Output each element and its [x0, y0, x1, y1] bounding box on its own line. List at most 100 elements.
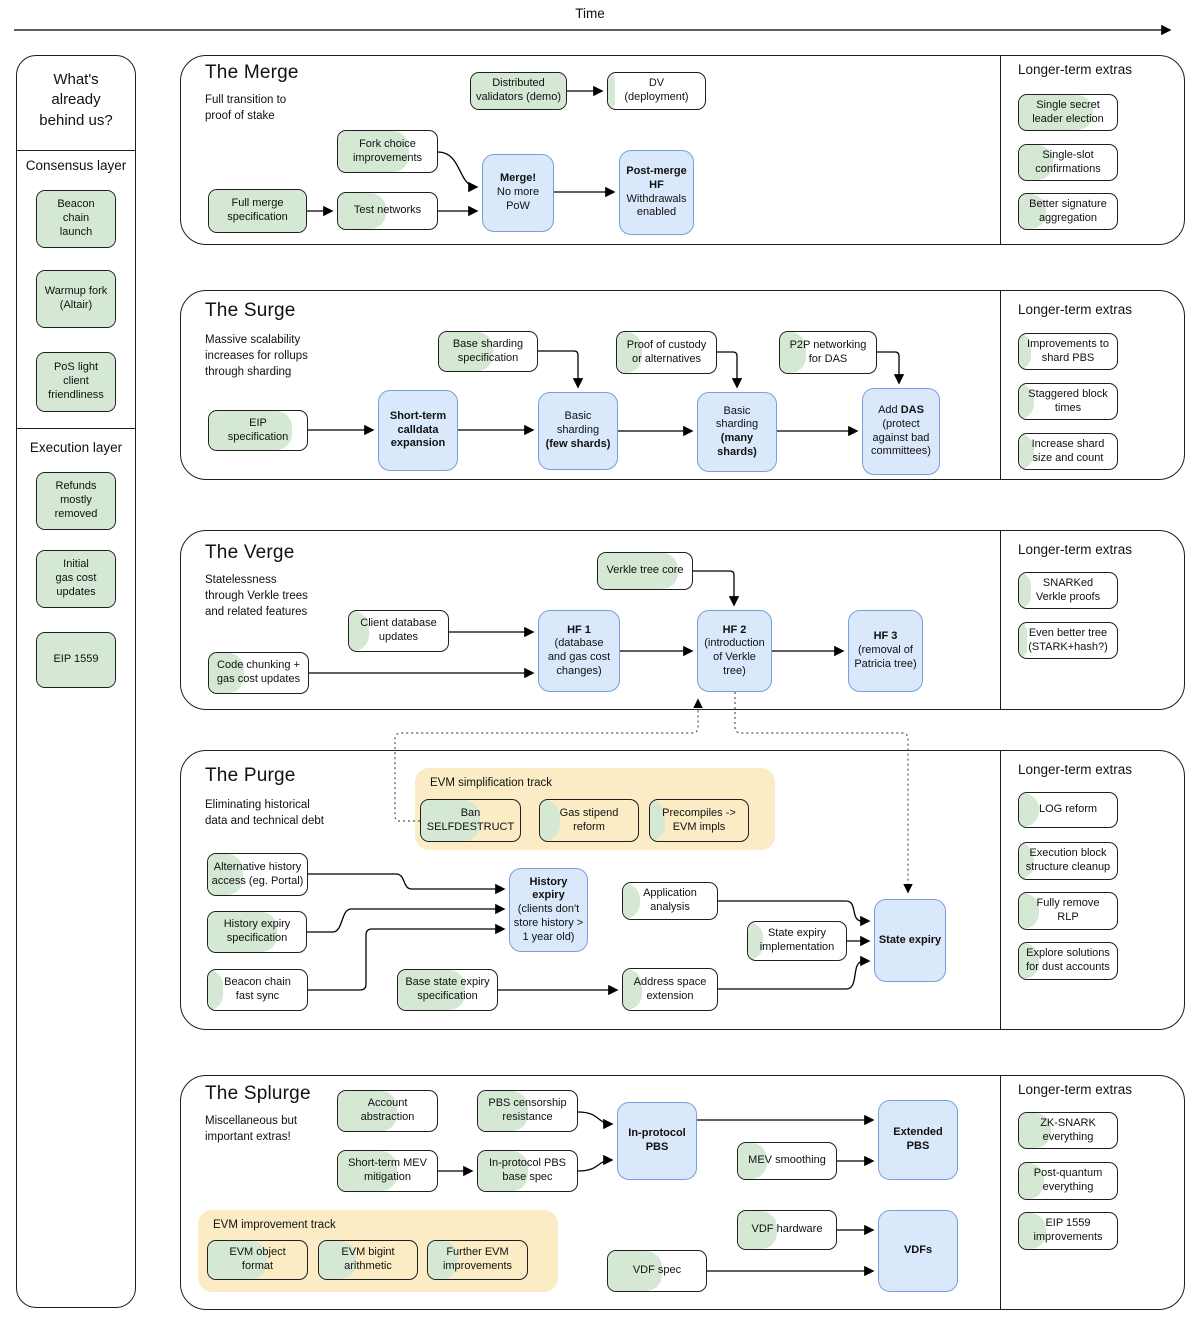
test-networks: Test networks — [337, 192, 438, 230]
progress-fill — [338, 1091, 398, 1131]
progress-fill — [1019, 573, 1031, 608]
progress-fill — [37, 271, 115, 327]
progress-fill — [1019, 793, 1039, 827]
progress-fill — [1019, 843, 1034, 879]
progress-fill — [540, 800, 560, 841]
extras-divider-surge — [1000, 291, 1001, 479]
progress-fill — [738, 1143, 768, 1179]
extra-even-better-tree: Even better tree(STARK+hash?) — [1018, 622, 1118, 659]
progress-fill — [471, 73, 566, 109]
evm-simplification-track-title: EVM simplification track — [430, 777, 553, 789]
dv-deployment: DV(deployment) — [607, 72, 706, 110]
progress-fill — [1019, 384, 1034, 419]
node-label: LOG reform — [1038, 803, 1098, 816]
node-label: State expiry — [878, 933, 942, 946]
node-label: MEV smoothing — [748, 1154, 826, 1167]
progress-fill — [1019, 95, 1093, 130]
progress-fill — [1019, 1163, 1044, 1199]
progress-fill — [338, 1151, 398, 1191]
progress-fill — [208, 970, 223, 1010]
section-subtitle-merge: Full transition to proof of stake — [205, 94, 287, 123]
node-label: Code chunking +gas cost updates — [216, 659, 301, 685]
progress-fill — [37, 633, 115, 687]
sidebar-group-execution-layer: Execution layer — [29, 440, 123, 455]
section-splurge — [180, 1075, 1185, 1310]
section-subtitle-surge: Massive scalability increases for rollup… — [205, 334, 308, 379]
code-chunking-gas-cost-updates: Code chunking +gas cost updates — [208, 652, 309, 694]
progress-fill — [598, 553, 678, 589]
progress-fill — [37, 551, 115, 607]
progress-fill — [1019, 1113, 1052, 1148]
progress-fill — [439, 332, 493, 371]
progress-fill — [209, 411, 293, 450]
section-subtitle-splurge: Miscellaneous but important extras! — [205, 1115, 298, 1144]
extras-divider-purge — [1000, 751, 1001, 1029]
node-label: Even better tree(STARK+hash?) — [1028, 626, 1108, 653]
progress-fill — [428, 1241, 458, 1279]
sidebar-group-consensus-layer: Consensus layer — [25, 158, 127, 173]
extras-title-merge: Longer-term extras — [1018, 62, 1133, 77]
verkle-tree-core: Verkle tree core — [597, 552, 693, 590]
vdf-hardware: VDF hardware — [737, 1210, 837, 1250]
progress-fill — [1019, 623, 1027, 658]
progress-fill — [1019, 194, 1047, 229]
node-label: DV(deployment) — [624, 77, 689, 103]
progress-fill — [208, 912, 277, 952]
node-label: Verkle tree core — [606, 564, 684, 577]
node-label: Warmup fork(Altair) — [44, 285, 108, 311]
state-expiry: State expiry — [874, 899, 946, 982]
progress-fill — [748, 922, 763, 960]
progress-fill — [738, 1211, 778, 1249]
